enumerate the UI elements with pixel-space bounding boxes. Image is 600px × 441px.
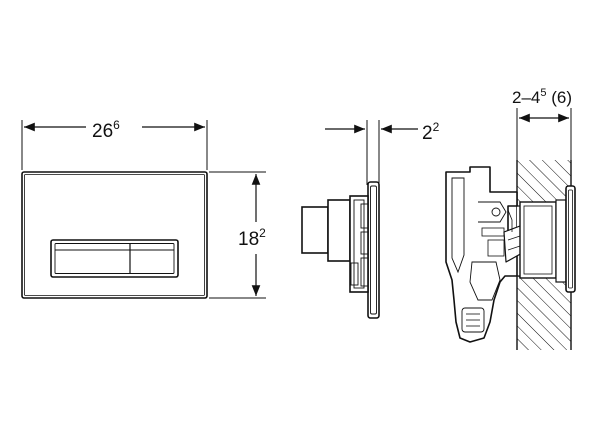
width-main: 26 (92, 121, 113, 142)
height-main: 18 (238, 229, 259, 250)
width-dimension: 266 (21, 118, 208, 170)
wall-plate-profile (565, 185, 576, 293)
plate-profile (367, 181, 380, 319)
wall-label: 2–45 (6) (512, 87, 572, 107)
depth-dimension: 22 (325, 120, 440, 185)
width-label: 266 (92, 118, 120, 142)
flush-plate-inner-edge (24, 174, 205, 296)
wall-dimension: 2–45 (6) (512, 87, 572, 160)
side-view: 22 (301, 120, 440, 319)
width-sup: 6 (113, 118, 120, 132)
mounting-box (519, 199, 567, 283)
height-label: 182 (238, 226, 266, 250)
wall-suffix: (6) (547, 88, 573, 107)
front-view: 266 182 (21, 118, 266, 299)
installation-section: 2–45 (6) (445, 87, 576, 350)
flush-plate (21, 171, 208, 299)
depth-label: 22 (422, 120, 440, 144)
height-dimension: 182 (209, 171, 266, 299)
wall-sup: 5 (540, 87, 546, 99)
depth-main: 2 (422, 123, 433, 144)
height-sup: 2 (259, 226, 266, 240)
actuator-mechanism (301, 195, 369, 293)
depth-sup: 2 (433, 120, 440, 134)
wall-prefix: 2–4 (512, 88, 540, 107)
dual-flush-buttons (50, 239, 179, 278)
cistern-frame (445, 166, 518, 343)
